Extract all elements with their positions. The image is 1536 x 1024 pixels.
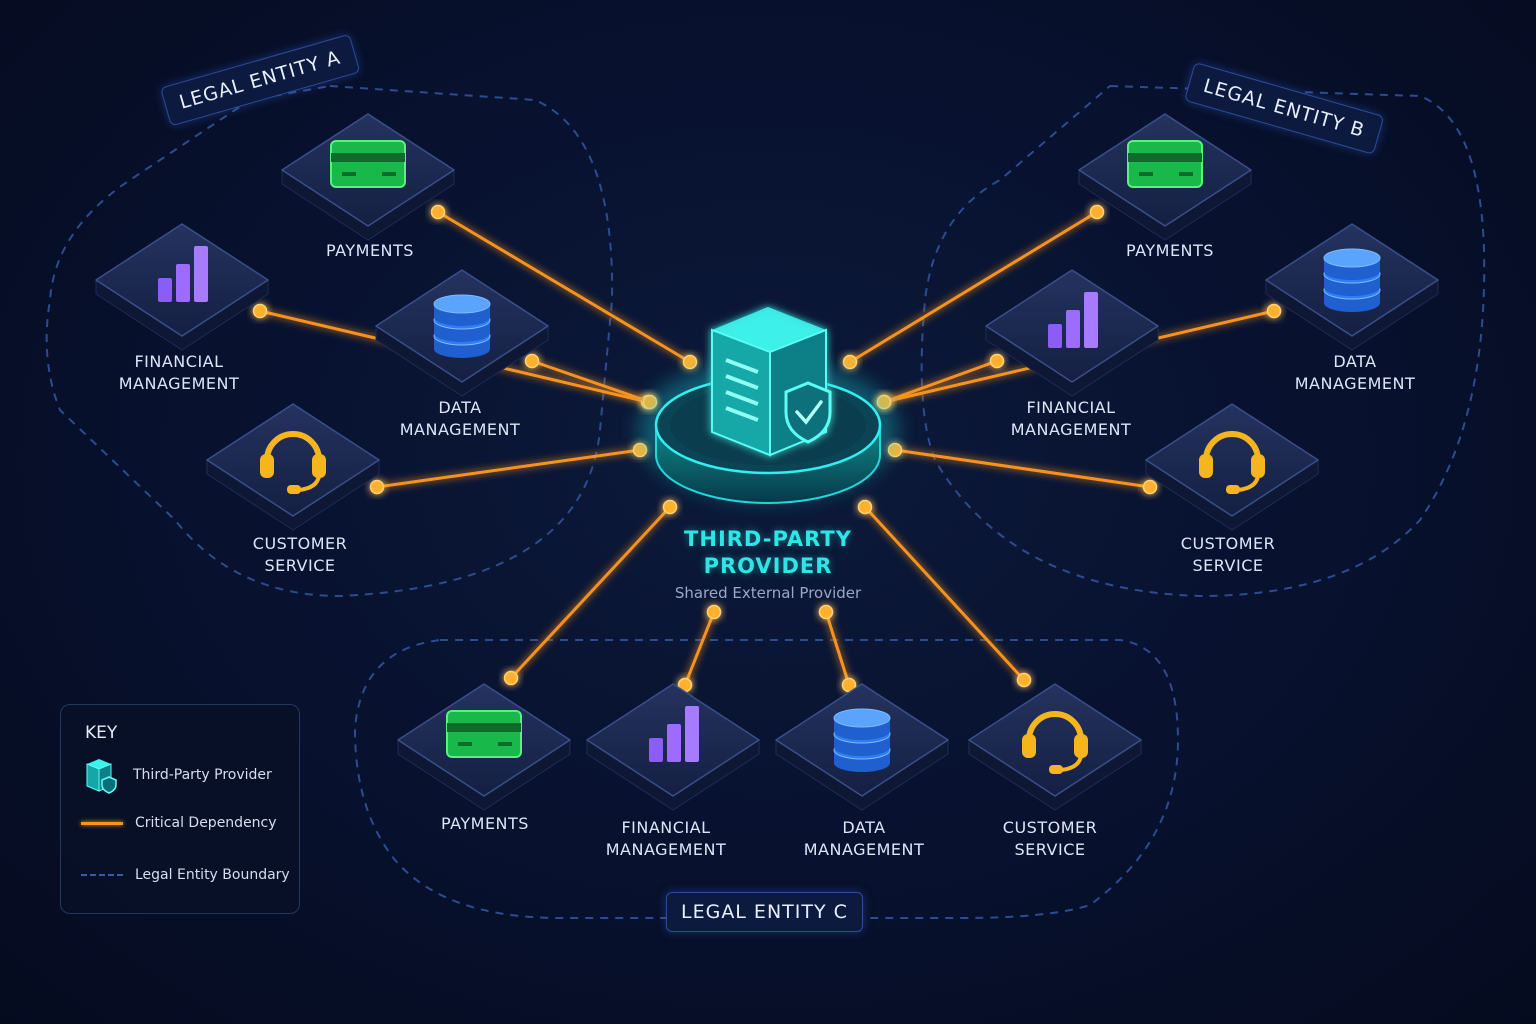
legend-key: KEY Third-Party Provider Critical Depend… <box>60 704 300 914</box>
service-tile-a-3[interactable] <box>206 403 380 531</box>
headset-icon <box>260 431 326 494</box>
key-row-provider: Third-Party Provider <box>81 755 272 795</box>
link-node <box>662 499 678 515</box>
link-node <box>842 354 858 370</box>
dependency-link <box>883 359 998 404</box>
bar-chart-icon <box>1048 292 1098 348</box>
entity-a-payments-label: PAYMENTS <box>326 241 414 260</box>
provider-subtitle: Shared External Provider <box>674 584 862 602</box>
key-dependency-label: Critical Dependency <box>135 815 277 831</box>
service-tile-b-0[interactable] <box>1078 113 1252 241</box>
key-boundary-label: Legal Entity Boundary <box>135 867 290 883</box>
service-tile-b-2[interactable] <box>985 269 1159 397</box>
link-node <box>1016 672 1032 688</box>
entity-c-payments-label: PAYMENTS <box>441 814 529 833</box>
key-row-boundary: Legal Entity Boundary <box>81 867 290 883</box>
boundary-line-swatch <box>81 874 123 876</box>
entity-b-boundary <box>920 84 1486 598</box>
dependency-links <box>252 204 1282 693</box>
service-tile-c-0[interactable] <box>397 683 571 811</box>
bar-chart-icon <box>158 246 208 302</box>
database-icon <box>833 708 891 772</box>
service-tile-a-2[interactable] <box>375 269 549 397</box>
dependency-link <box>509 505 672 680</box>
headset-icon <box>1022 711 1088 774</box>
link-node <box>524 353 540 369</box>
dependency-link <box>531 359 651 404</box>
service-tiles <box>95 113 1439 811</box>
dependency-line-swatch <box>81 821 123 825</box>
entity-c-label: LEGAL ENTITY C <box>666 892 863 932</box>
link-node <box>706 604 722 620</box>
dependency-link <box>824 611 851 686</box>
service-tile-a-0[interactable] <box>281 113 455 241</box>
credit-card-icon <box>330 140 406 188</box>
link-node <box>841 677 857 693</box>
link-node <box>818 604 834 620</box>
key-row-dependency: Critical Dependency <box>81 815 277 831</box>
link-node <box>503 670 519 686</box>
key-title: KEY <box>85 723 118 743</box>
link-node <box>252 303 268 319</box>
dependency-link <box>683 611 716 686</box>
link-node <box>1142 479 1158 495</box>
headset-icon <box>1199 431 1265 494</box>
provider-title: THIRD-PARTY PROVIDER <box>684 527 852 578</box>
credit-card-icon <box>446 710 522 758</box>
service-tile-b-3[interactable] <box>1145 403 1319 531</box>
provider-mini-icon <box>86 759 117 794</box>
link-node <box>1089 204 1105 220</box>
service-tile-a-1[interactable] <box>95 223 269 351</box>
dependency-link <box>894 448 1151 489</box>
credit-card-icon <box>1127 140 1203 188</box>
link-node <box>430 204 446 220</box>
link-node <box>989 353 1005 369</box>
database-icon <box>433 294 491 358</box>
link-node <box>857 499 873 515</box>
link-node <box>369 479 385 495</box>
service-tile-c-3[interactable] <box>968 683 1142 811</box>
entity-b-payments-label: PAYMENTS <box>1126 241 1214 260</box>
dependency-link <box>376 448 641 489</box>
third-party-provider[interactable] <box>638 307 898 504</box>
dependency-link <box>849 210 1098 364</box>
service-tile-c-1[interactable] <box>586 683 760 811</box>
entity-c-boundary <box>353 639 1180 919</box>
key-provider-label: Third-Party Provider <box>133 767 272 783</box>
dependency-link <box>437 210 691 364</box>
database-icon <box>1323 248 1381 312</box>
service-tile-b-1[interactable] <box>1265 223 1439 351</box>
dependency-link <box>863 505 1026 682</box>
link-node <box>1266 303 1282 319</box>
bar-chart-icon <box>649 706 699 762</box>
building-shield-icon <box>711 307 832 457</box>
service-tile-c-2[interactable] <box>775 683 949 811</box>
link-node <box>682 354 698 370</box>
